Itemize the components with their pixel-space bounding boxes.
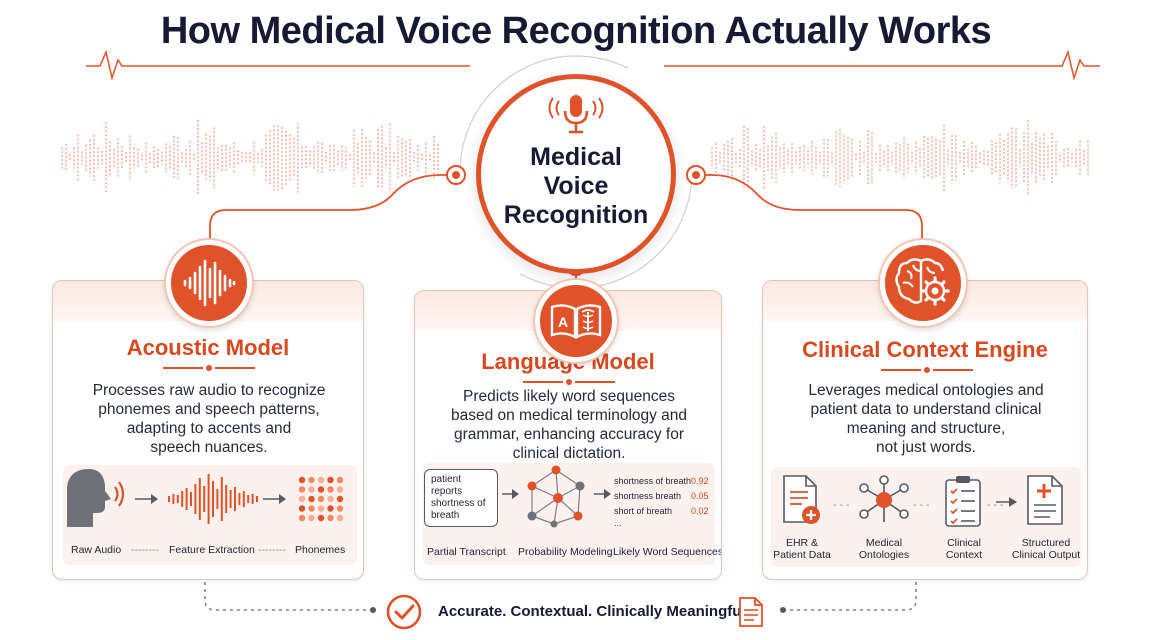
sequence-3-probability: 0.02 [691,506,709,516]
step-likely-word-sequences: Likely Word Sequences [613,546,722,558]
ehr-document-icon [783,475,820,524]
sequence-3: short of breath [614,506,673,516]
step-feature-extraction: Feature Extraction [169,544,255,556]
sequence-more: ... [614,518,622,528]
step-probability-modeling: Probability Modeling [518,546,613,558]
probability-network-icon [527,465,585,528]
connector-to-acoustic [209,174,454,244]
book-caduceus-icon: A [550,304,602,340]
sequence-1: shortness of breath [614,476,692,486]
connector-to-clinical [698,174,923,248]
brain-gear-icon [895,258,950,306]
hub-label-line2: Voice [543,172,609,200]
step-partial-transcript: Partial Transcript [427,546,506,558]
speaking-head-icon [67,469,125,527]
ontology-network-icon [859,475,909,522]
hub-label: Medical Voice Recognition [481,143,671,230]
feature-extraction-waveform [168,474,258,524]
acoustic-model-title: Acoustic Model [126,335,290,360]
step-raw-audio: Raw Audio [71,544,122,556]
arrow-right-icon [996,497,1017,507]
arrow-right-icon [135,494,158,504]
structured-output-document-icon [1027,475,1063,525]
checklist-clipboard-icon [945,476,981,527]
heartbeat-line-left [86,49,470,81]
arrow-right-icon [263,494,286,504]
sound-wave-right [711,120,1089,196]
step-phonemes: Phonemes [295,544,346,556]
hub-label-line1: Medical [530,143,622,171]
acoustic-icon-badge [166,240,252,326]
check-circle-icon [386,594,422,630]
acoustic-model-card: Acoustic Model Processes raw audio to re… [52,280,364,580]
arrow-right-icon [594,489,611,499]
document-icon [739,597,763,627]
footer-connector-left [204,582,372,611]
hub-circle: Medical Voice Recognition [476,74,676,274]
phonemes-dot-grid [298,476,344,522]
clinical-icon-badge [880,240,966,326]
language-icon-badge: A [535,280,617,362]
sound-wave-left [61,120,439,196]
arrow-right-icon [502,489,519,499]
page-title: How Medical Voice Recognition Actually W… [160,10,992,52]
footer-connector-right [784,582,917,611]
sequence-2: shortness breath [614,491,682,501]
clinical-context-title: Clinical Context Engine [802,337,1048,362]
svg-text:A: A [558,314,568,330]
step-ehr-patient-data: EHR &Patient Data [773,537,831,561]
microphone-icon [548,95,604,134]
waveform-icon [183,259,236,307]
heartbeat-line-right [664,49,1100,81]
sequence-2-probability: 0.05 [691,491,709,501]
hub-label-line3: Recognition [503,201,649,229]
footer-tagline: Accurate. Contextual. Clinically Meaning… [438,603,750,620]
sequence-1-probability: 0.92 [691,476,709,486]
